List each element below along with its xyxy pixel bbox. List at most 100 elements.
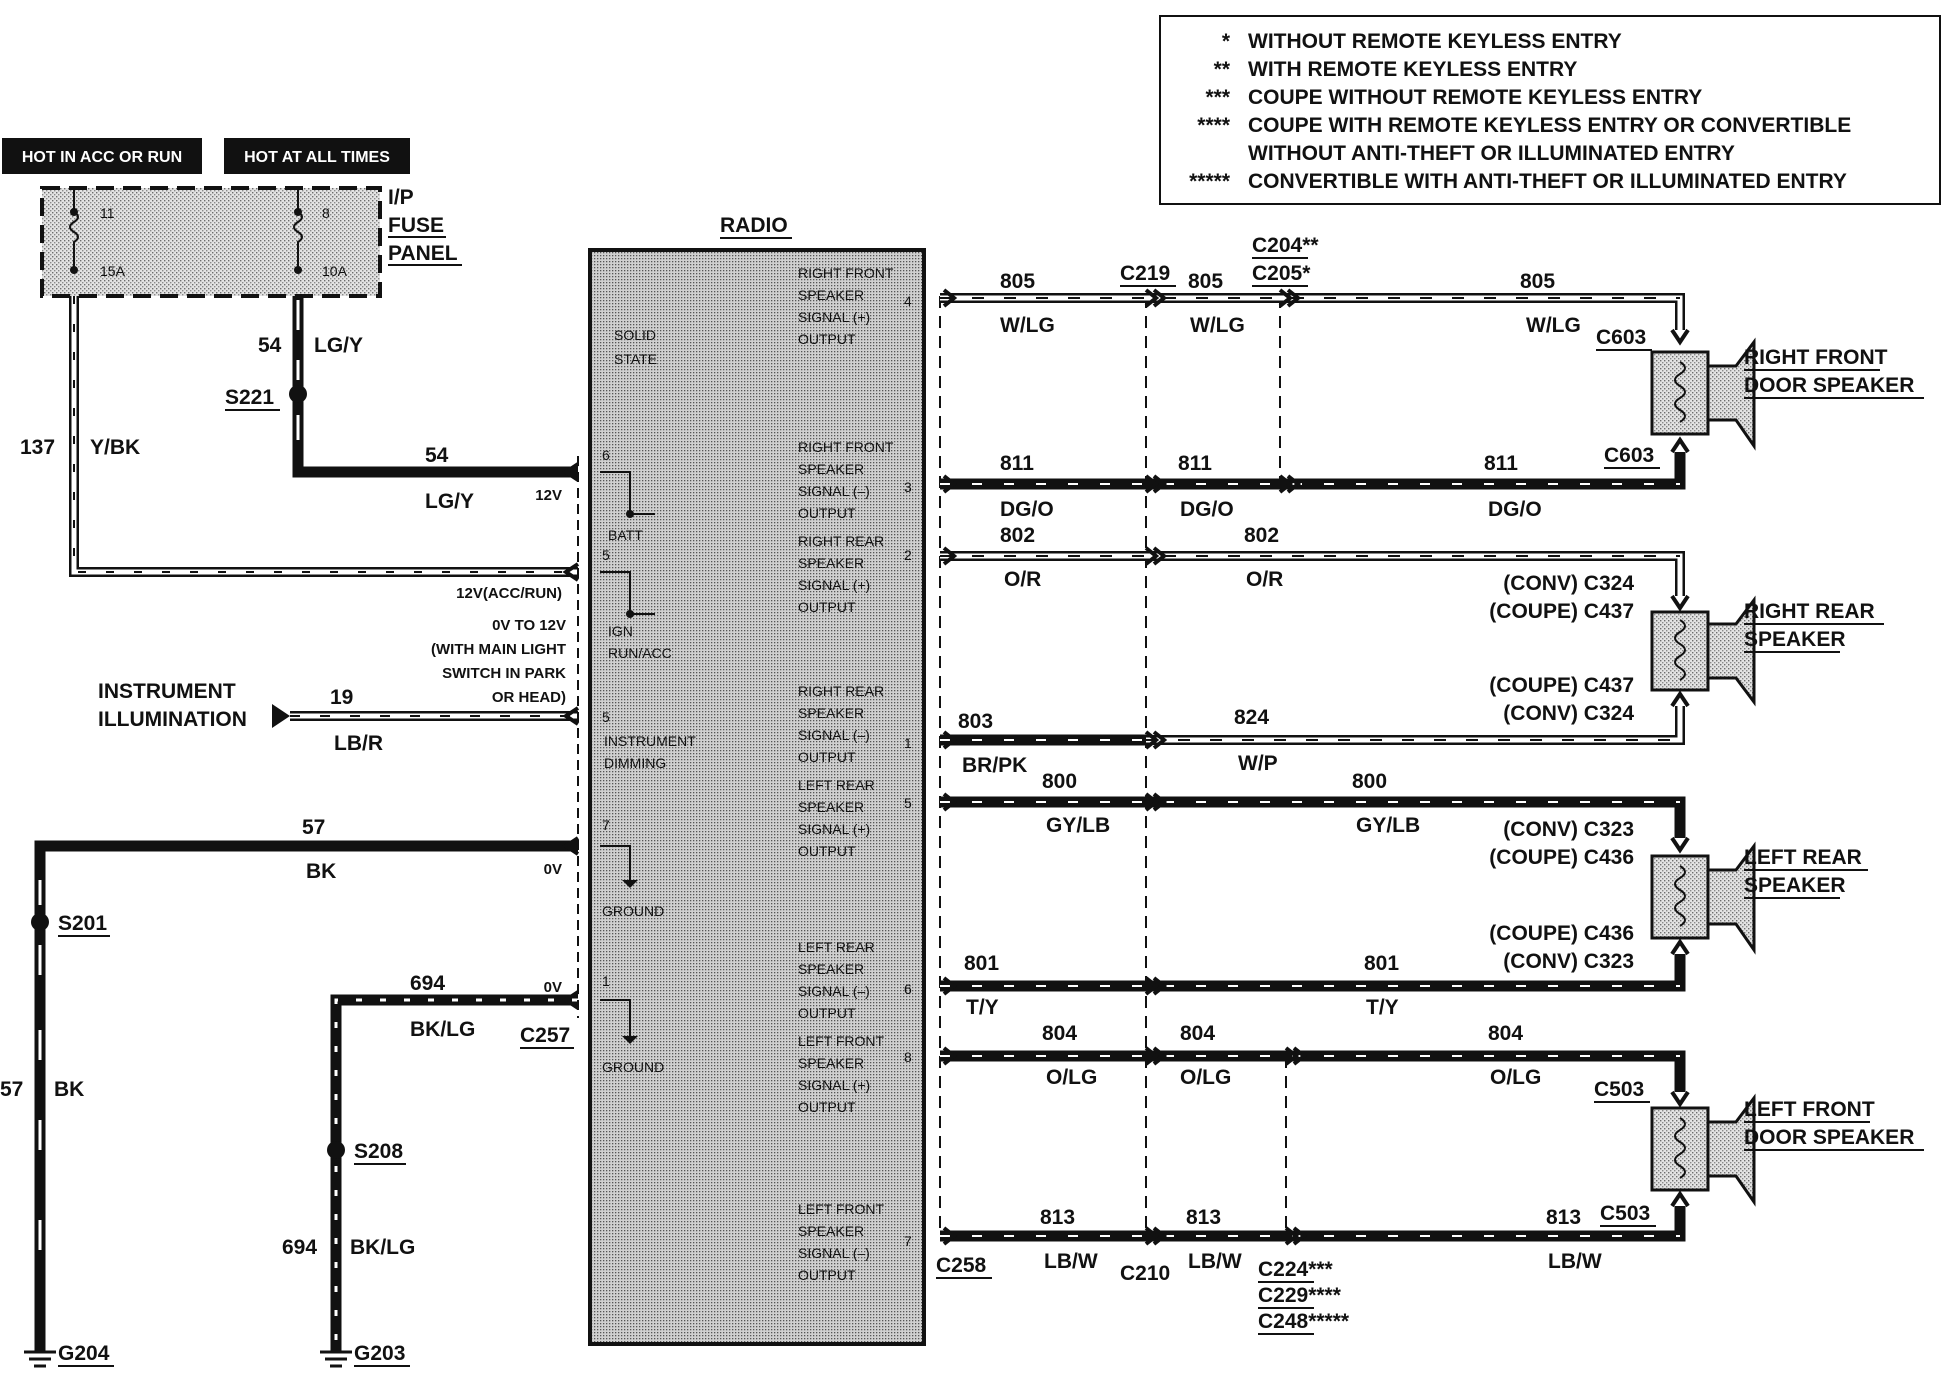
circuit-54-mid-color: LG/Y xyxy=(425,490,474,513)
pin-text: LEFT FRONT xyxy=(798,1033,885,1049)
lr-speaker-name-2: SPEAKER xyxy=(1744,874,1846,897)
pin-number: 8 xyxy=(904,1049,912,1065)
fuse-left-number: 11 xyxy=(100,205,115,221)
wire-813-label: 813 xyxy=(1546,1206,1581,1229)
circuit-54-color: LG/Y xyxy=(314,334,363,357)
circuit-54-number: 54 xyxy=(258,334,282,357)
wire-dgo-label: DG/O xyxy=(1488,498,1542,521)
legend-text: COUPE WITH REMOTE KEYLESS ENTRY OR CONVE… xyxy=(1248,114,1851,137)
connector-c204: C204** xyxy=(1252,234,1319,257)
connector-c224: C224*** xyxy=(1258,1258,1334,1281)
ground-g204-label: G204 xyxy=(58,1342,110,1365)
wire-811-label: 811 xyxy=(1178,452,1212,475)
circuit-57-v-color: BK xyxy=(54,1078,84,1101)
radio-unit: RADIO SOLID STATE 6 BATT 5 IGN RUN/ACC 5… xyxy=(588,214,926,1346)
rf-speaker-name-2: DOOR SPEAKER xyxy=(1744,374,1914,397)
circuit-57-v-number: 57 xyxy=(0,1078,23,1101)
splice-s201-label: S201 xyxy=(58,912,107,935)
radio-title: RADIO xyxy=(720,214,788,237)
pin-text: OUTPUT xyxy=(798,1005,856,1021)
voltage-note-head: OR HEAD) xyxy=(492,689,566,706)
lf-speaker-name-2: DOOR SPEAKER xyxy=(1744,1126,1914,1149)
speaker-left-front: C503 C503 LEFT FRONT DOOR SPEAKER xyxy=(1594,1078,1924,1227)
pin-text: SIGNAL (+) xyxy=(798,577,870,593)
circuit-694-v-color: BK/LG xyxy=(350,1236,415,1259)
fuse-panel-title-3: PANEL xyxy=(388,242,458,265)
rf-speaker-name-1: RIGHT FRONT xyxy=(1744,346,1888,369)
wire-803-label: 803 xyxy=(958,710,993,733)
left-pin-number: 5 xyxy=(602,709,610,725)
speaker-right-front: C603 C603 RIGHT FRONT DOOR SPEAKER xyxy=(1596,326,1924,469)
lf-connector-top: C503 xyxy=(1594,1078,1644,1101)
speaker-icon xyxy=(1650,350,1710,436)
pin-text: OUTPUT xyxy=(798,749,856,765)
pin-text: LEFT REAR xyxy=(798,777,875,793)
wire-802-label: 802 xyxy=(1000,524,1035,547)
left-pin-label: INSTRUMENT xyxy=(604,733,696,749)
connector-c257-label: C257 xyxy=(520,1024,570,1047)
wire-olg-label: O/LG xyxy=(1046,1066,1097,1089)
pin-number: 1 xyxy=(904,735,912,751)
ground-g203-symbol xyxy=(320,1350,352,1368)
pin-text: SIGNAL (+) xyxy=(798,1077,870,1093)
pin-text: SPEAKER xyxy=(798,555,864,571)
wire-lbw-label: LB/W xyxy=(1548,1250,1602,1273)
legend-text: WITHOUT REMOTE KEYLESS ENTRY xyxy=(1248,30,1622,53)
legend-mark: ***** xyxy=(1189,170,1231,193)
fuse-right-number: 8 xyxy=(322,205,330,221)
wire-800-label: 800 xyxy=(1042,770,1077,793)
left-pin-label: GROUND xyxy=(602,1059,664,1075)
wire-804-label: 804 xyxy=(1488,1022,1523,1045)
solid-state-1: SOLID xyxy=(614,327,656,343)
instrument-illumination-1: INSTRUMENT xyxy=(98,680,236,703)
lf-connector-bottom: C503 xyxy=(1600,1202,1650,1225)
left-pin-number: 6 xyxy=(602,447,610,463)
wire-gylb-label: GY/LB xyxy=(1046,814,1110,837)
wire-wp-label: W/P xyxy=(1238,752,1278,775)
wire-olg-label: O/LG xyxy=(1490,1066,1541,1089)
wire-lbw-label: LB/W xyxy=(1044,1250,1098,1273)
fuse-panel: 11 15A 8 10A I/P FUSE PANEL xyxy=(40,186,462,298)
left-wiring: 54 LG/Y S221 54 LG/Y 137 Y/BK INSTRUMENT… xyxy=(0,296,580,1368)
connector-c258: C258 xyxy=(936,1254,987,1277)
wire-ty-label: T/Y xyxy=(1366,996,1399,1019)
legend-mark: ** xyxy=(1214,58,1231,81)
wire-811-label: 811 xyxy=(1000,452,1034,475)
pin-number: 3 xyxy=(904,479,912,495)
pin-text: LEFT REAR xyxy=(798,939,875,955)
hot-labels: HOT IN ACC OR RUN HOT AT ALL TIMES xyxy=(2,138,410,174)
right-pin-lr-plus: LEFT REAR SPEAKER SIGNAL (+) OUTPUT 5 xyxy=(798,777,912,859)
wire-805-label: 805 xyxy=(1000,270,1035,293)
speaker-icon xyxy=(1650,610,1710,692)
wire-wlg-label: W/LG xyxy=(1190,314,1245,337)
pin-text: RIGHT FRONT xyxy=(798,439,894,455)
splice-s221-label: S221 xyxy=(225,386,274,409)
left-pin-label: GROUND xyxy=(602,903,664,919)
left-pin-label: IGN xyxy=(608,623,633,639)
pin-text: SPEAKER xyxy=(798,1223,864,1239)
connector-c229: C229**** xyxy=(1258,1284,1342,1307)
hot-acc-run-label: HOT IN ACC OR RUN xyxy=(22,149,182,166)
legend-mark: * xyxy=(1222,30,1231,53)
speaker-right-rear: (CONV) C324 (COUPE) C437 (COUPE) C437 (C… xyxy=(1489,572,1884,725)
wire-813-label: 813 xyxy=(1040,1206,1075,1229)
wire-800-label: 800 xyxy=(1352,770,1387,793)
pin-text: OUTPUT xyxy=(798,331,856,347)
pin-text: SIGNAL (+) xyxy=(798,309,870,325)
circuit-19-number: 19 xyxy=(330,686,353,709)
legend-box: * WITHOUT REMOTE KEYLESS ENTRY ** WITH R… xyxy=(1159,15,1941,205)
wire-brpk-label: BR/PK xyxy=(962,754,1027,777)
right-pin-rr-minus: RIGHT REAR SPEAKER SIGNAL (–) OUTPUT 1 xyxy=(798,683,912,765)
circuit-57-number: 57 xyxy=(302,816,325,839)
voltage-note-0v-1: 0V xyxy=(544,861,562,878)
wire-824-label: 824 xyxy=(1234,706,1269,729)
wire-dgo-label: DG/O xyxy=(1180,498,1234,521)
wire-805-label: 805 xyxy=(1188,270,1223,293)
left-pin-label: RUN/ACC xyxy=(608,645,672,661)
rr-speaker-name-1: RIGHT REAR xyxy=(1744,600,1875,623)
voltage-note-12v: 12V xyxy=(535,487,562,504)
connector-c210: C210 xyxy=(1120,1262,1170,1285)
wire-wlg-label: W/LG xyxy=(1526,314,1581,337)
voltage-note-range: 0V TO 12V xyxy=(492,617,566,634)
